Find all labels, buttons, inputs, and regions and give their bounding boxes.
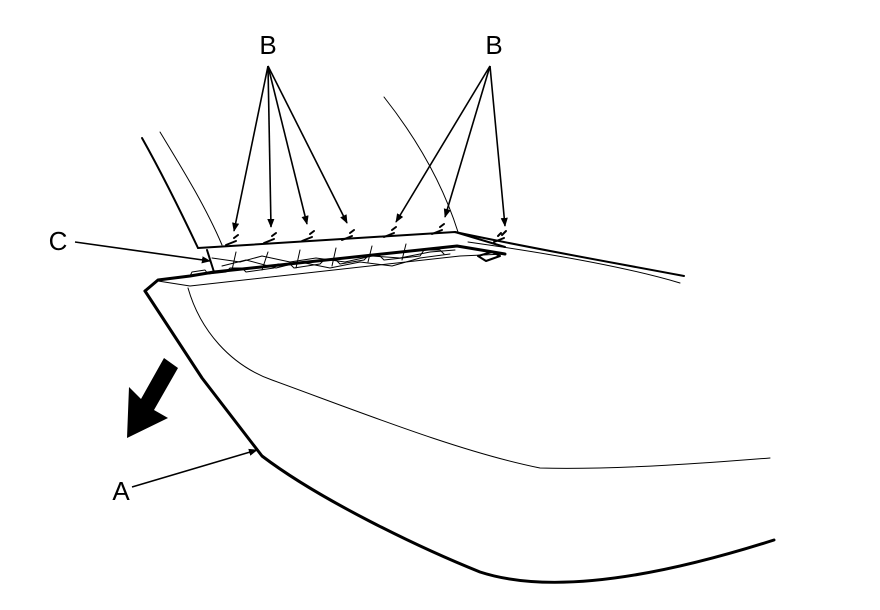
left-fender-inner-line [159,131,223,246]
bumper-top-inner-edge [157,253,506,287]
leader-b-6 [443,65,491,218]
callout-a: A [112,476,130,506]
vehicle-body-lines [141,96,685,284]
retainer-texture-2 [221,253,451,269]
callout-b-right: B [485,30,502,60]
leader-lines-b [232,65,508,232]
leader-a [131,448,258,488]
clip-marks [225,223,507,246]
removal-direction-arrow-icon [127,358,178,438]
leader-b-3 [267,65,309,225]
leader-c [74,241,211,264]
bumper-tab-row [189,249,445,277]
leader-b-4 [267,65,348,224]
leader-b-7 [489,65,508,227]
leader-b-1 [232,65,269,232]
leader-b-2 [267,65,275,228]
hood-edge-line [383,96,459,233]
callout-b-left: B [259,30,276,60]
body-panel-line [467,241,681,284]
callout-c: C [49,226,68,256]
bumper-cover [143,244,776,584]
right-fender-edge [454,231,685,277]
retainer-top-edge [197,231,506,249]
leader-b-5 [395,65,491,223]
left-fender-edge [141,137,199,249]
bumper-top-edge [143,244,507,293]
retainer-texture-3 [231,243,407,271]
upper-bumper-retainer [197,223,507,273]
bumper-outer-edge [143,289,776,584]
clip-slot-right [477,251,501,262]
bumper-character-line [187,287,771,469]
